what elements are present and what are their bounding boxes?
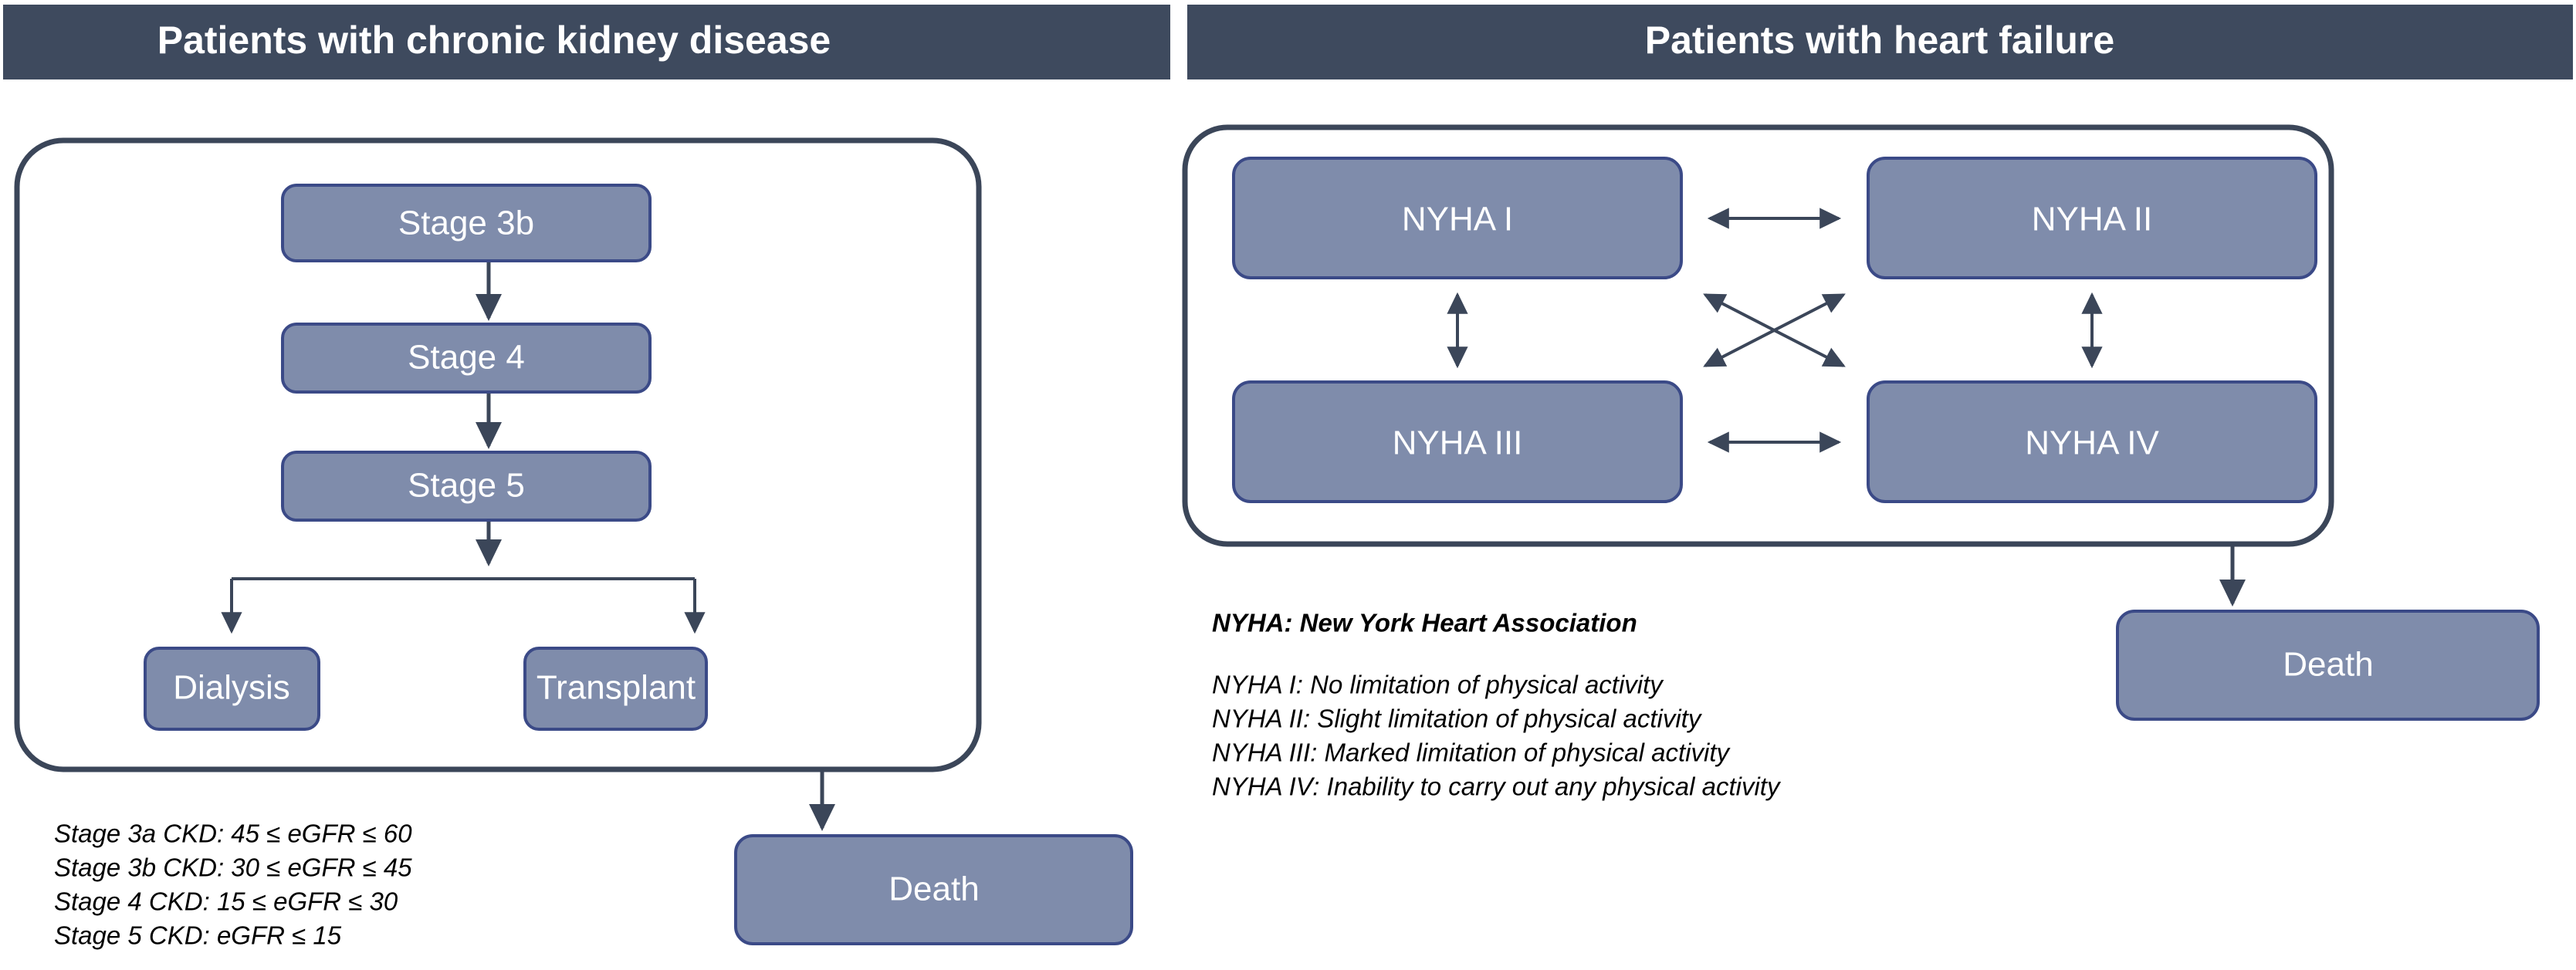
stage-5-label: Stage 5 [408, 467, 525, 505]
dialysis-box[interactable] [144, 647, 320, 731]
node-stage-5[interactable]: Stage 5 [281, 451, 652, 522]
nyha-2-label: NYHA II [2032, 201, 2153, 238]
node-death-hf[interactable]: Death [2116, 610, 2540, 721]
node-dialysis[interactable]: Dialysis [144, 647, 320, 731]
hf-header-title: Patients with heart failure [1645, 19, 2114, 62]
nyha-3-box[interactable] [1232, 380, 1683, 503]
nyha-3-label: NYHA III [1393, 424, 1523, 462]
node-nyha-2[interactable]: NYHA II [1867, 157, 2317, 279]
ckd-legend-line-3: Stage 4 CKD: 15 ≤ eGFR ≤ 30 [54, 887, 398, 916]
node-death-ckd[interactable]: Death [734, 834, 1133, 945]
transplant-label: Transplant [537, 669, 696, 707]
nyha-4-label: NYHA IV [2025, 424, 2159, 462]
stage-3b-box[interactable] [281, 184, 652, 262]
stage-5-box[interactable] [281, 451, 652, 522]
death-ckd-box[interactable] [734, 834, 1133, 945]
node-nyha-1[interactable]: NYHA I [1232, 157, 1683, 279]
stage-4-box[interactable] [281, 323, 652, 394]
death-hf-box[interactable] [2116, 610, 2540, 721]
ckd-header-bar [3, 5, 1170, 79]
arrow-nyha2-nyha3-diagonal [1703, 293, 1846, 367]
node-transplant[interactable]: Transplant [523, 647, 708, 731]
ckd-legend: Stage 3a CKD: 45 ≤ eGFR ≤ 60 Stage 3b CK… [54, 820, 412, 950]
ckd-legend-line-1: Stage 3a CKD: 45 ≤ eGFR ≤ 60 [54, 820, 412, 848]
hf-legend-line-1: NYHA I: No limitation of physical activi… [1212, 671, 1664, 699]
nyha-2-box[interactable] [1867, 157, 2317, 279]
hf-legend-line-4: NYHA IV: Inability to carry out any phys… [1212, 772, 1782, 801]
stage-4-label: Stage 4 [408, 339, 525, 377]
ckd-legend-line-2: Stage 3b CKD: 30 ≤ eGFR ≤ 45 [54, 853, 412, 882]
hf-legend-line-3: NYHA III: Marked limitation of physical … [1212, 738, 1731, 767]
hf-legend-title: NYHA: New York Heart Association [1212, 609, 1637, 637]
death-ckd-label: Death [889, 870, 979, 908]
hf-container-outline [1182, 124, 2334, 547]
hf-panel-header: Patients with heart failure [1187, 5, 2573, 79]
ckd-legend-line-4: Stage 5 CKD: eGFR ≤ 15 [54, 921, 342, 950]
nyha-4-box[interactable] [1867, 380, 2317, 503]
nyha-1-label: NYHA I [1402, 201, 1513, 238]
hf-header-bar [1187, 5, 2573, 79]
node-nyha-3[interactable]: NYHA III [1232, 380, 1683, 503]
transplant-box[interactable] [523, 647, 708, 731]
node-stage-3b[interactable]: Stage 3b [281, 184, 652, 262]
dialysis-label: Dialysis [173, 669, 290, 707]
stage-3b-label: Stage 3b [398, 204, 534, 242]
node-stage-4[interactable]: Stage 4 [281, 323, 652, 394]
ckd-header-title: Patients with chronic kidney disease [157, 19, 831, 62]
death-hf-label: Death [2283, 646, 2373, 684]
node-nyha-4[interactable]: NYHA IV [1867, 380, 2317, 503]
ckd-container-outline [14, 137, 982, 772]
hf-legend: NYHA: New York Heart Association NYHA I:… [1212, 609, 1782, 801]
nyha-1-box[interactable] [1232, 157, 1683, 279]
hf-legend-line-2: NYHA II: Slight limitation of physical a… [1212, 705, 1703, 733]
ckd-panel-header: Patients with chronic kidney disease [3, 5, 1170, 79]
